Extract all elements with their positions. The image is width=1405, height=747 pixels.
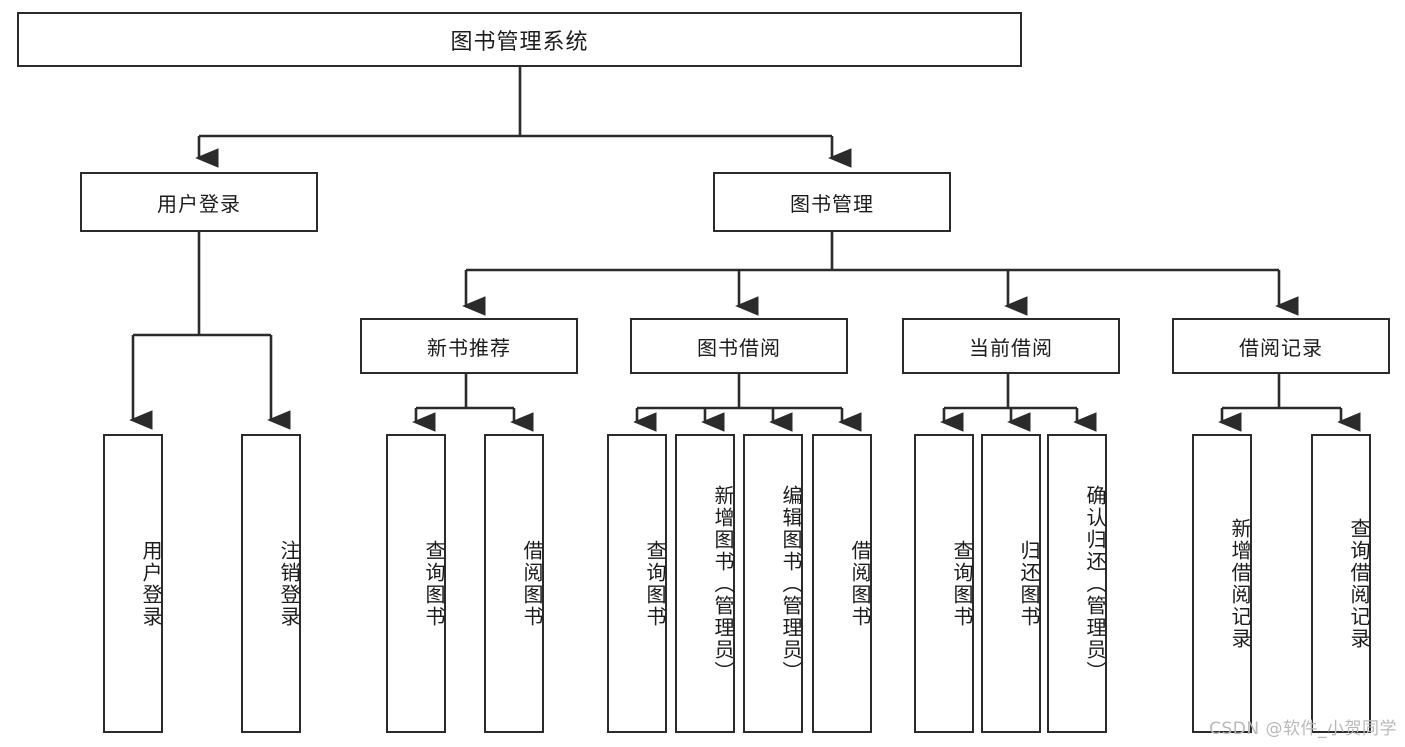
node-leaf-edit-book-label: 编辑图书（管理员） [779, 484, 803, 683]
node-leaf-query-record[interactable]: 查询借阅记录 [1311, 434, 1371, 733]
node-leaf-return-book-label: 归还图书 [1017, 539, 1041, 628]
node-leaf-borrow-book-1-label: 借阅图书 [520, 539, 544, 628]
node-leaf-query-book-1[interactable]: 查询图书 [386, 434, 446, 733]
node-leaf-query-book-3-label: 查询图书 [950, 539, 974, 628]
node-leaf-borrow-book-2-label: 借阅图书 [848, 539, 872, 628]
node-root-label: 图书管理系统 [450, 29, 589, 55]
node-borrow-record-label: 借阅记录 [1239, 335, 1323, 360]
node-new-book-recommend-label: 新书推荐 [427, 335, 511, 360]
node-leaf-query-book-3[interactable]: 查询图书 [914, 434, 974, 733]
node-leaf-user-login[interactable]: 用户登录 [103, 434, 163, 733]
node-leaf-logout[interactable]: 注销登录 [241, 434, 301, 733]
node-book-borrow[interactable]: 图书借阅 [630, 318, 848, 374]
node-root[interactable]: 图书管理系统 [17, 12, 1022, 67]
node-leaf-borrow-book-2[interactable]: 借阅图书 [812, 434, 872, 733]
node-leaf-query-book-1-label: 查询图书 [422, 539, 446, 628]
node-book-manage[interactable]: 图书管理 [713, 172, 951, 232]
node-current-borrow[interactable]: 当前借阅 [902, 318, 1120, 374]
node-user-login-label: 用户登录 [157, 191, 241, 216]
node-user-login[interactable]: 用户登录 [80, 172, 318, 232]
node-leaf-logout-label: 注销登录 [277, 539, 301, 628]
csdn-watermark: CSDN @软件_小贺同学 [1209, 719, 1397, 739]
node-leaf-add-book[interactable]: 新增图书（管理员） [675, 434, 735, 733]
node-leaf-confirm-return-label: 确认归还（管理员） [1083, 484, 1107, 683]
node-leaf-add-record[interactable]: 新增借阅记录 [1192, 434, 1252, 733]
node-leaf-add-book-label: 新增图书（管理员） [711, 484, 735, 683]
node-current-borrow-label: 当前借阅 [969, 335, 1053, 360]
node-leaf-query-book-2-label: 查询图书 [643, 539, 667, 628]
node-leaf-query-book-2[interactable]: 查询图书 [607, 434, 667, 733]
node-book-borrow-label: 图书借阅 [697, 335, 781, 360]
node-leaf-borrow-book-1[interactable]: 借阅图书 [484, 434, 544, 733]
node-book-manage-label: 图书管理 [790, 191, 874, 216]
node-borrow-record[interactable]: 借阅记录 [1172, 318, 1390, 374]
node-leaf-query-record-label: 查询借阅记录 [1347, 517, 1371, 650]
node-leaf-edit-book[interactable]: 编辑图书（管理员） [743, 434, 803, 733]
node-new-book-recommend[interactable]: 新书推荐 [360, 318, 578, 374]
node-leaf-add-record-label: 新增借阅记录 [1228, 517, 1252, 650]
node-leaf-confirm-return[interactable]: 确认归还（管理员） [1047, 434, 1107, 733]
node-leaf-return-book[interactable]: 归还图书 [981, 434, 1041, 733]
node-leaf-user-login-label: 用户登录 [139, 539, 163, 628]
